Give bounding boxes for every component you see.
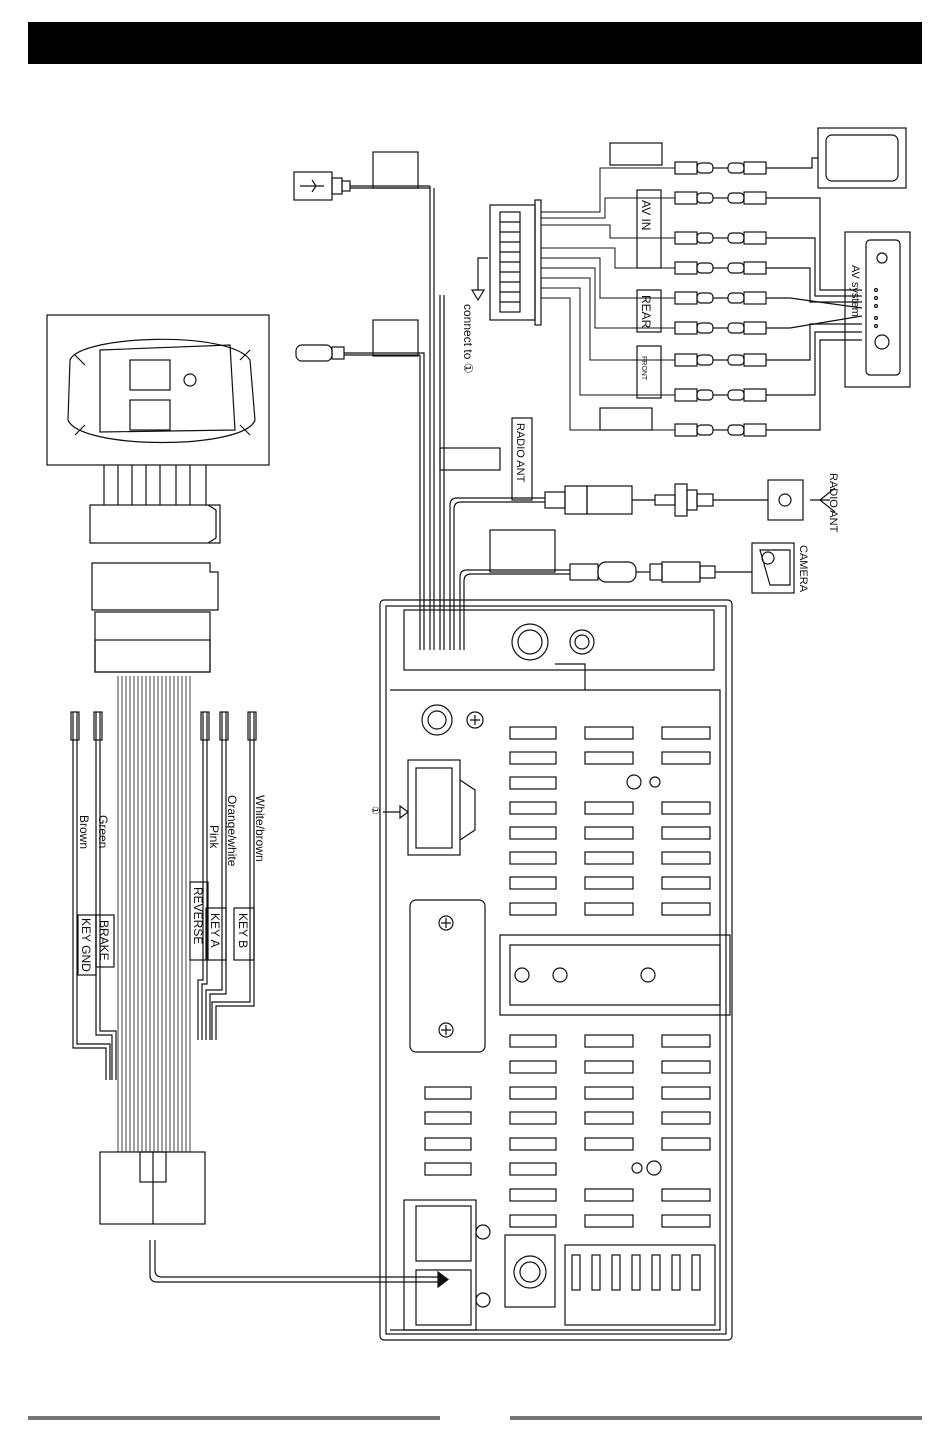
wire-function-labels: KEY B KEY A REVERSE BRAKE KEY GND xyxy=(79,887,250,972)
radio-antenna-cable xyxy=(450,418,835,650)
camera-cable xyxy=(460,530,794,650)
marker-1-label: ① xyxy=(369,806,380,815)
label-key-a: KEY A xyxy=(208,913,222,947)
wire-label-green: Green xyxy=(96,815,110,848)
connect-to-label: connect to ① xyxy=(461,304,475,373)
front-label: FRONT xyxy=(640,356,647,381)
harness-connector-female xyxy=(90,505,220,543)
usb-cable xyxy=(294,152,434,650)
harness-plug xyxy=(100,1152,448,1287)
monitor-device xyxy=(818,128,906,188)
wire-label-white-brown: White/brown xyxy=(253,795,267,862)
rear-label: REAR xyxy=(639,295,653,329)
wire-leads xyxy=(71,712,256,1080)
rca-wire-lines xyxy=(541,168,675,430)
vent-slots xyxy=(425,727,710,1227)
label-key-b: KEY B xyxy=(236,913,250,948)
radio-ant-label: RADIO ANT xyxy=(827,473,839,533)
harness-connector-male xyxy=(92,563,218,672)
wire-label-orange-white: Orange/white xyxy=(225,795,239,867)
av-connector xyxy=(472,200,541,325)
rca-plugs xyxy=(675,162,790,436)
wire-label-pink: Pink xyxy=(207,825,221,849)
footer-line-right xyxy=(510,1416,922,1420)
footer-line-left xyxy=(28,1416,440,1420)
wire-label-brown: Brown xyxy=(77,815,91,849)
radio-ant-box-label: RADIO ANT xyxy=(514,423,526,483)
antenna-jack xyxy=(768,480,803,520)
av-system-label: AV system xyxy=(849,265,861,317)
wire-color-labels: White/brown Orange/white Pink Green Brow… xyxy=(77,795,267,867)
label-brake: BRAKE xyxy=(97,920,111,961)
cable-tag xyxy=(440,448,500,470)
camera-label: CAMERA xyxy=(797,545,809,593)
wire-bundle xyxy=(118,676,190,1152)
av-in-label: AV IN xyxy=(639,200,653,230)
car-illustration xyxy=(47,315,269,505)
label-key-gnd: KEY GND xyxy=(79,918,93,972)
label-reverse: REVERSE xyxy=(191,887,205,944)
head-unit-chassis xyxy=(380,600,732,1340)
